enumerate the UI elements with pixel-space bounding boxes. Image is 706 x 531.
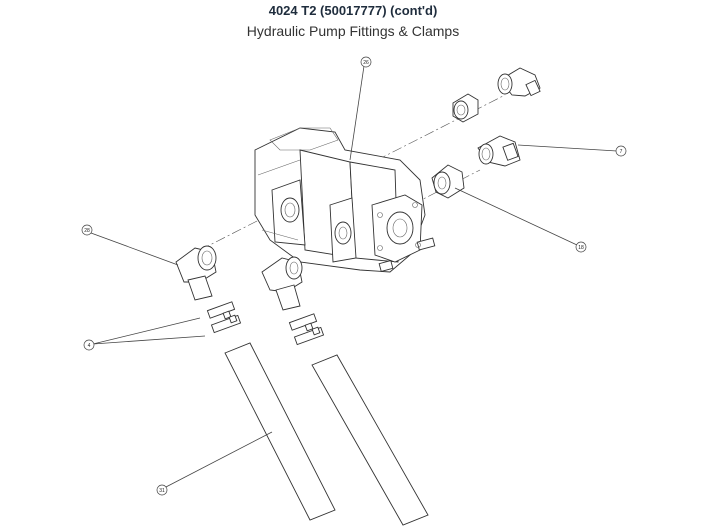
page-title: 4024 T2 (50017777) (cont'd)	[268, 3, 438, 18]
svg-text:31: 31	[159, 488, 165, 494]
callout-26: 26	[360, 56, 372, 68]
hose-clamps	[206, 301, 325, 346]
callout-18: 18	[575, 241, 587, 253]
elbow-fitting-28	[175, 245, 217, 301]
svg-text:18: 18	[578, 245, 584, 251]
callout-31: 31	[156, 484, 168, 496]
page-subtitle: Hydraulic Pump Fittings & Clamps	[246, 23, 460, 39]
adapter-fitting-18	[431, 164, 465, 199]
callout-28: 28	[81, 224, 93, 236]
elbow-fitting-top	[497, 67, 541, 97]
svg-text:7: 7	[620, 149, 623, 155]
hydraulic-pump	[254, 127, 436, 273]
hoses	[224, 342, 429, 526]
leader-lines	[90, 65, 618, 489]
elbow-fitting-7	[477, 135, 521, 167]
elbow-fitting-middle	[261, 256, 303, 311]
adapter-fitting-top	[452, 93, 479, 123]
svg-text:4: 4	[88, 343, 91, 349]
callout-4: 4	[83, 339, 95, 351]
svg-text:26: 26	[363, 60, 369, 66]
svg-text:28: 28	[84, 228, 90, 234]
callout-7: 7	[615, 145, 627, 157]
